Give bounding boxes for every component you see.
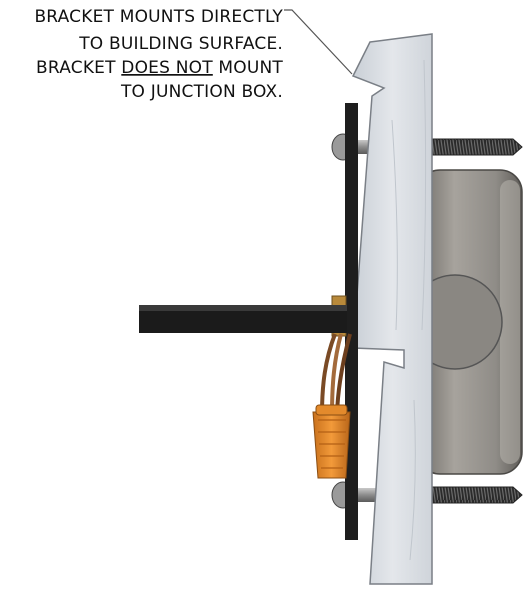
wire-nut (312, 404, 351, 479)
callout-line-4: TO JUNCTION BOX. (120, 82, 283, 102)
fixture-arm (139, 305, 347, 333)
callout-line-3-suffix: MOUNT (213, 58, 284, 78)
leader-line (284, 9, 353, 75)
callout-line-3-emphasis: DOES NOT (121, 58, 213, 78)
building-surface (351, 33, 433, 585)
callout-line-3-prefix: BRACKET (36, 58, 121, 78)
callout-line-3: BRACKET DOES NOT MOUNT (36, 58, 283, 78)
callout-line-1: BRACKET MOUNTS DIRECTLY (34, 7, 283, 27)
callout-label: BRACKET MOUNTS DIRECTLY TO BUILDING SURF… (34, 7, 283, 102)
callout-line-2: TO BUILDING SURFACE. (78, 34, 283, 54)
